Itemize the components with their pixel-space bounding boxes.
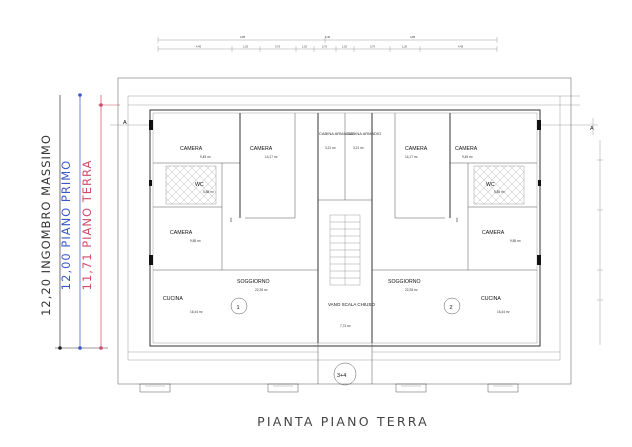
- height-dot-piano-primo: [78, 93, 82, 97]
- area-cucina-left: 16,44 m²: [190, 310, 203, 314]
- section-marker-right: A: [590, 126, 594, 132]
- dim-top-row2-8: 1,20: [402, 45, 408, 49]
- room-cucina-left: CUCINA: [163, 296, 183, 302]
- room-dis-right: DIS: [455, 217, 459, 222]
- unit-1-marker: [230, 297, 248, 315]
- area-cucina-right: 16,44 m²: [497, 310, 510, 314]
- dim-top-row2-9: 4,45: [458, 45, 464, 49]
- room-camera-right-mid: CAMERA: [405, 146, 428, 152]
- room-vano-scala: VANO SCALA CHIUSO: [328, 302, 375, 307]
- height-dot-ingombro: [58, 346, 62, 350]
- front-porches: 3+4: [128, 343, 560, 393]
- left-unit: CAMERA 9,45 m² CAMERA 14,17 m² WC 5,85 m…: [163, 146, 278, 315]
- label-piano-primo: 12,00 PIANO PRIMO: [59, 160, 73, 290]
- label-ingombro-massimo: 12,20 INGOMBRO MASSIMO: [39, 134, 53, 316]
- area-cabina-left: 3,21 m²: [325, 146, 336, 150]
- height-dot-piano-terra: [99, 103, 103, 107]
- room-cabina-right: CABINA ARMADIO: [347, 131, 381, 136]
- area-soggiorno-right: 22,28 m²: [405, 288, 418, 292]
- dim-top-row2-6: 1,20: [342, 45, 348, 49]
- section-marker-left: A: [123, 120, 127, 126]
- area-cabina-right: 3,21 m²: [353, 146, 364, 150]
- dim-top-row2-3: 3,70: [275, 45, 281, 49]
- unit-1-number: 1: [237, 305, 240, 311]
- room-camera-left-top: CAMERA: [180, 146, 203, 152]
- room-camera-left-mid: CAMERA: [250, 146, 273, 152]
- dim-top-row2-1: 4,45: [196, 45, 202, 49]
- wc-hatch: [165, 165, 525, 205]
- room-dis-left: DIS: [229, 217, 233, 222]
- area-vano-scala: 7,74 m²: [340, 324, 351, 328]
- dim-top-row2-7: 3,70: [370, 45, 376, 49]
- windows: [149, 120, 541, 265]
- dim-top-row2-4: 1,20: [302, 45, 308, 49]
- area-camera-right-top: 9,45 m²: [462, 155, 473, 159]
- site-outline: A A: [110, 77, 598, 385]
- room-soggiorno-right: SOGGIORNO: [388, 279, 421, 285]
- room-soggiorno-left: SOGGIORNO: [237, 279, 270, 285]
- area-camera-left-top: 9,45 m²: [200, 155, 211, 159]
- top-dimension-chains: 4,85 6,40 4,85 4,45 1,20 3,70 1,20 2,70 …: [157, 35, 498, 52]
- area-camera-right-mid: 14,17 m²: [405, 155, 418, 159]
- area-camera-left-low: 9,85 m²: [190, 239, 201, 243]
- unit-2-marker: [443, 297, 461, 315]
- building-walls: [149, 109, 541, 347]
- room-cabina-left: CABINA ARMADIO: [319, 131, 353, 136]
- dim-top-row2-2: 1,20: [243, 45, 249, 49]
- area-wc-right: 5,85 m²: [494, 190, 505, 194]
- area-camera-right-low: 9,85 m²: [510, 239, 521, 243]
- room-camera-left-low: CAMERA: [170, 230, 193, 236]
- room-wc-right: WC: [486, 182, 495, 188]
- area-soggiorno-left: 22,28 m²: [255, 288, 268, 292]
- central-block: CABINA ARMADIO 3,21 m² CABINA ARMADIO 3,…: [319, 131, 381, 328]
- room-camera-right-top: CAMERA: [455, 146, 478, 152]
- dim-top-row2-5: 2,70: [322, 45, 328, 49]
- unit-2-number: 2: [450, 305, 453, 311]
- right-unit: CAMERA 9,45 m² CAMERA 14,17 m² WC 5,85 m…: [388, 146, 521, 315]
- area-wc-left: 5,85 m²: [203, 190, 214, 194]
- stair-circle-marker: [333, 362, 357, 386]
- drawing-title: PIANTA PIANO TERRA: [257, 414, 429, 429]
- room-wc-left: WC: [195, 182, 204, 188]
- staircase: [329, 214, 361, 286]
- dim-top-1: 4,85: [240, 35, 246, 39]
- label-piano-terra: 11,71 PIANO TERRA: [80, 160, 94, 291]
- height-markers: 12,20 INGOMBRO MASSIMO 12,00 PIANO PRIMO…: [39, 93, 120, 350]
- stair-number-label: 3+4: [337, 373, 346, 379]
- dim-top-2: 6,40: [325, 35, 331, 39]
- room-cucina-right: CUCINA: [481, 296, 501, 302]
- right-dimension-chain: [597, 140, 603, 345]
- dim-top-3: 4,85: [410, 35, 416, 39]
- area-camera-left-mid: 14,17 m²: [265, 155, 278, 159]
- room-camera-right-low: CAMERA: [482, 230, 505, 236]
